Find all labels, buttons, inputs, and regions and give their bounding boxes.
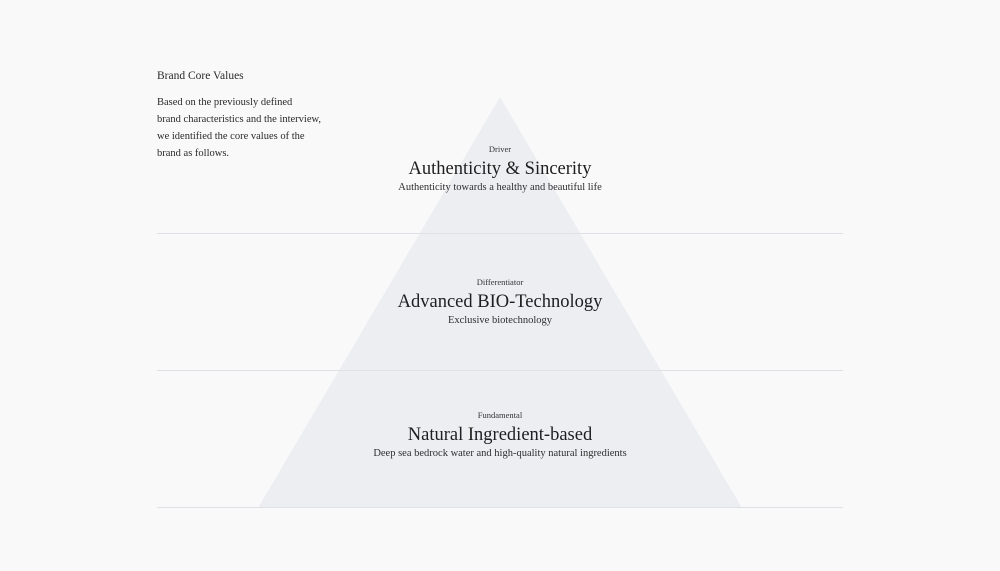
intro-section: Brand Core Values Based on the previousl… bbox=[157, 68, 357, 162]
tier-description: Exclusive biotechnology bbox=[447, 315, 553, 326]
tier-description: Deep sea bedrock water and high-quality … bbox=[373, 448, 627, 459]
intro-title: Brand Core Values bbox=[157, 70, 244, 82]
tier-divider-middle bbox=[157, 370, 843, 371]
tier-divider-top bbox=[157, 233, 843, 234]
tier-divider-bottom bbox=[157, 507, 843, 508]
tier-description: Authenticity towards a healthy and beaut… bbox=[398, 182, 602, 193]
tier-driver: Driver Authenticity & Sincerity Authenti… bbox=[250, 143, 750, 195]
tier-title: Advanced BIO-Technology bbox=[397, 292, 603, 312]
tier-title: Authenticity & Sincerity bbox=[408, 159, 592, 179]
tier-differentiator: Differentiator Advanced BIO-Technology E… bbox=[250, 276, 750, 328]
tier-label: Driver bbox=[488, 144, 512, 154]
pyramid-triangle bbox=[258, 97, 742, 508]
tier-title: Natural Ingredient-based bbox=[407, 425, 593, 445]
intro-description: Based on the previously defined brand ch… bbox=[157, 97, 322, 159]
tier-fundamental: Fundamental Natural Ingredient-based Dee… bbox=[250, 409, 750, 461]
tier-label: Fundamental bbox=[477, 410, 523, 420]
tier-label: Differentiator bbox=[476, 277, 524, 287]
